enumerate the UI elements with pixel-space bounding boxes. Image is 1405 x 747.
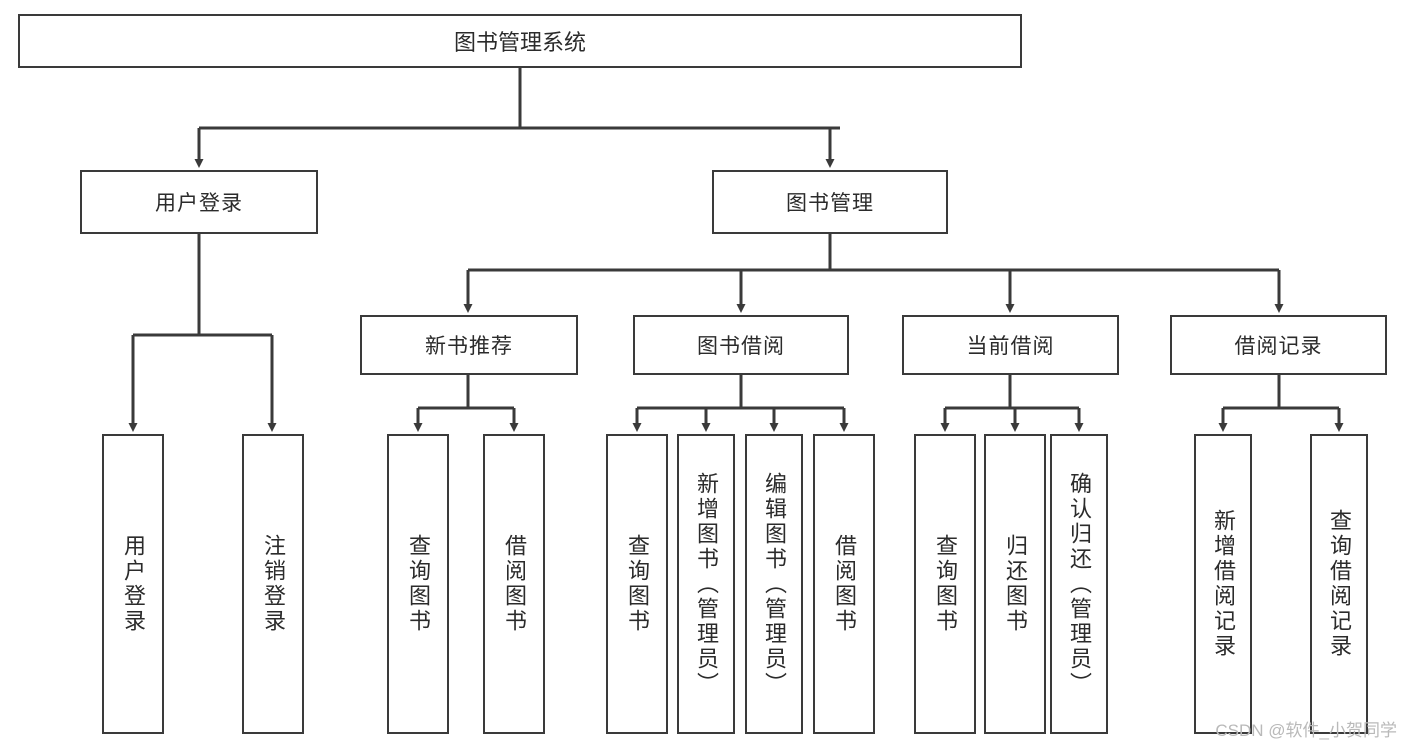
node-new-book-recommend[interactable]: 新书推荐 bbox=[360, 315, 578, 375]
leaf-confirm-return[interactable]: 确认归还（管理员） bbox=[1050, 434, 1108, 734]
node-user-login-label: 用户登录 bbox=[155, 192, 243, 215]
leaf-logout[interactable]: 注销登录 bbox=[242, 434, 304, 734]
leaf-add-book-label: 新增图书（管理员） bbox=[694, 471, 719, 697]
leaf-logout-label: 注销登录 bbox=[261, 534, 286, 634]
node-new-book-recommend-label: 新书推荐 bbox=[425, 335, 513, 358]
node-borrow-record[interactable]: 借阅记录 bbox=[1170, 315, 1387, 375]
leaf-query-book-1-label: 查询图书 bbox=[406, 534, 431, 634]
node-root-label: 图书管理系统 bbox=[453, 30, 586, 55]
node-book-borrow[interactable]: 图书借阅 bbox=[633, 315, 849, 375]
leaf-borrow-book-2[interactable]: 借阅图书 bbox=[813, 434, 875, 734]
leaf-query-record-label: 查询借阅记录 bbox=[1327, 509, 1352, 659]
node-borrow-record-label: 借阅记录 bbox=[1234, 335, 1323, 358]
leaf-query-record[interactable]: 查询借阅记录 bbox=[1310, 434, 1368, 734]
leaf-user-login[interactable]: 用户登录 bbox=[102, 434, 164, 734]
leaf-return-book-label: 归还图书 bbox=[1003, 534, 1028, 634]
watermark: CSDN @软件_小贺同学 bbox=[1215, 721, 1397, 740]
node-root[interactable]: 图书管理系统 bbox=[18, 14, 1022, 68]
node-current-borrow-label: 当前借阅 bbox=[966, 335, 1055, 358]
leaf-edit-book-label: 编辑图书（管理员） bbox=[762, 471, 787, 697]
leaf-borrow-book-1[interactable]: 借阅图书 bbox=[483, 434, 545, 734]
leaf-query-book-1[interactable]: 查询图书 bbox=[387, 434, 449, 734]
leaf-confirm-return-label: 确认归还（管理员） bbox=[1067, 471, 1092, 697]
node-book-borrow-label: 图书借阅 bbox=[697, 335, 785, 358]
leaf-return-book[interactable]: 归还图书 bbox=[984, 434, 1046, 734]
leaf-add-book[interactable]: 新增图书（管理员） bbox=[677, 434, 735, 734]
leaf-query-book-3[interactable]: 查询图书 bbox=[914, 434, 976, 734]
leaf-add-record[interactable]: 新增借阅记录 bbox=[1194, 434, 1252, 734]
node-book-manage-label: 图书管理 bbox=[786, 192, 874, 215]
leaf-add-record-label: 新增借阅记录 bbox=[1211, 509, 1236, 659]
node-book-manage[interactable]: 图书管理 bbox=[712, 170, 948, 234]
leaf-query-book-2[interactable]: 查询图书 bbox=[606, 434, 668, 734]
node-current-borrow[interactable]: 当前借阅 bbox=[902, 315, 1119, 375]
node-user-login[interactable]: 用户登录 bbox=[80, 170, 318, 234]
leaf-borrow-book-2-label: 借阅图书 bbox=[832, 534, 857, 634]
leaf-borrow-book-1-label: 借阅图书 bbox=[502, 534, 527, 634]
leaf-edit-book[interactable]: 编辑图书（管理员） bbox=[745, 434, 803, 734]
leaf-query-book-3-label: 查询图书 bbox=[933, 534, 958, 634]
leaf-user-login-label: 用户登录 bbox=[121, 534, 146, 634]
leaf-query-book-2-label: 查询图书 bbox=[625, 534, 650, 634]
